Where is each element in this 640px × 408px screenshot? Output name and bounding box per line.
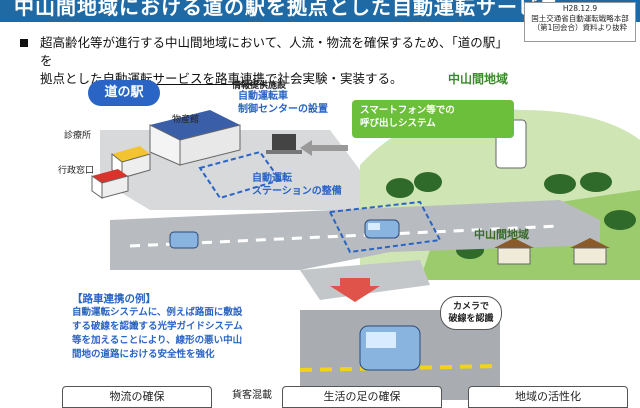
source-date: H28.12.9 <box>562 4 598 13</box>
office-label: 行政窓口 <box>58 166 95 176</box>
camera-line-1: カメラで <box>452 302 489 312</box>
station-dashed-area <box>198 150 282 200</box>
title-bar: 中山間地域における道の駅を拠点とした自動運転サービス <box>0 0 640 22</box>
house-2 <box>570 238 610 265</box>
smartphone-line-1: スマートフォン等での <box>360 105 455 116</box>
example-line-1: 自動運転システムに、例えば路面に敷設 <box>72 307 243 318</box>
example-line-3: 等を加えることにより、線形の悪い中山 <box>72 335 243 346</box>
road-dashed-area <box>328 200 442 254</box>
cargo-label: 貨客混載 <box>232 390 272 401</box>
building-office <box>91 169 129 199</box>
mountain-area-road-label: 中山間地域 <box>474 228 529 241</box>
camera-bubble: カメラで 破線を認識 <box>440 296 502 330</box>
tab-daily-life: 生活の足の確保 <box>282 386 442 408</box>
page-title: 中山間地域における道の駅を拠点とした自動運転サービス <box>14 0 560 19</box>
example-title: 【路車連携の例】 <box>72 293 156 305</box>
autonomous-bus-2 <box>169 231 199 249</box>
smartphone-line-2: 呼び出しシステム <box>360 118 436 129</box>
source-note: H28.12.9 国土交通省自動運転戦略本部 （第1回会合）資料より抜粋 <box>524 2 636 42</box>
summary-line-2-pre: 拠点とした <box>40 71 103 86</box>
michi-no-eki-badge: 道の駅 <box>88 80 160 106</box>
station-label: 自動運転 ステーションの整備 <box>252 172 342 198</box>
scene-illustration <box>91 108 640 400</box>
summary-line-2-post: で社会実験・実装する。 <box>265 71 403 86</box>
zoom-bus-window <box>366 332 396 348</box>
camera-line-2: 破線を認識 <box>448 314 494 324</box>
control-center-label: 自動運転車 制御センターの設置 <box>238 90 328 116</box>
source-org: 国土交通省自動運転戦略本部 <box>531 13 629 23</box>
control-center-line-2: 制御センターの設置 <box>238 104 328 115</box>
clinic-label: 診療所 <box>64 131 92 141</box>
house-1 <box>494 238 534 265</box>
example-line-2: する破線を認識する光学ガイドシステム <box>72 321 243 332</box>
tree-group <box>386 172 636 259</box>
station-line-1: 自動運転 <box>252 173 292 184</box>
info-facility-label: 情報提供施設 <box>232 81 287 91</box>
example-line-4: 間地の道路における安全性を強化 <box>72 349 215 360</box>
down-arrow <box>330 278 380 302</box>
tab-regional: 地域の活性化 <box>468 386 628 408</box>
mountain-area-label: 中山間地域 <box>448 72 509 86</box>
source-meeting: （第1回会合）資料より抜粋 <box>532 23 628 32</box>
bullet-mark <box>20 39 28 47</box>
example-box: 【路車連携の例】 自動運転システムに、例えば路面に敷設 する破線を認識する光学ガ… <box>72 292 282 374</box>
buppankan-label: 物産館 <box>172 115 200 125</box>
control-computer <box>266 134 302 154</box>
building-buppankan <box>149 110 241 166</box>
station-line-2: ステーションの整備 <box>252 186 342 197</box>
control-center-line-1: 自動運転車 <box>238 91 288 102</box>
tab-logistics: 物流の確保 <box>62 386 212 408</box>
autonomous-bus-1 <box>364 219 400 239</box>
smartphone-callout: スマートフォン等での 呼び出しシステム <box>352 100 514 138</box>
call-arrow-head <box>300 140 312 156</box>
summary-line-1: 超高齢化等が進行する中山間地域において、人流・物流を確保するため、「道の駅」を <box>40 35 508 68</box>
